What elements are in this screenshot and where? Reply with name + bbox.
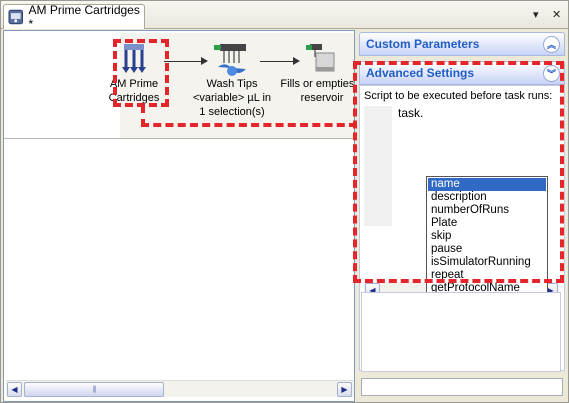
reservoir-icon [306, 44, 335, 72]
autocomplete-item[interactable]: isSimulatorRunning [431, 256, 531, 268]
script-label: Script to be executed before task runs: [364, 90, 553, 102]
autocomplete-item[interactable]: repeat [431, 269, 464, 281]
wash-tips-icon [214, 44, 246, 76]
workflow-step-prime-cartridges[interactable]: AM Prime Cartridges [104, 41, 164, 105]
advanced-settings-header[interactable]: Advanced Settings ︾ [359, 61, 565, 85]
scroll-right-button[interactable]: ▶ [337, 382, 352, 397]
custom-parameters-title: Custom Parameters [366, 37, 480, 51]
autocomplete-item[interactable]: name [428, 178, 546, 191]
tab-title: AM Prime Cartridges * [28, 3, 140, 31]
close-tab-button[interactable]: ✕ [552, 9, 562, 21]
step-label-line: Cartridges [108, 92, 160, 104]
tab-am-prime-cartridges[interactable]: AM Prime Cartridges * [3, 3, 145, 31]
canvas-horizontal-scrollbar[interactable]: ◀ ||| ▶ [6, 380, 354, 397]
script-editor[interactable]: task. [398, 106, 424, 120]
script-gutter [364, 106, 392, 226]
cartridge-prime-icon [122, 44, 146, 73]
step-label-line: reservoir [300, 92, 344, 104]
step-label-line: 1 selection(s) [199, 106, 265, 118]
advanced-settings-title: Advanced Settings [366, 66, 475, 80]
canvas-divider [4, 138, 354, 139]
autocomplete-item[interactable]: getProtocolName [431, 282, 520, 294]
flow-arrow-icon [201, 57, 208, 65]
workflow-canvas[interactable]: AM Prime Cartridges Wash Tips <variable>… [3, 30, 355, 402]
flow-arrow-icon [293, 57, 300, 65]
autocomplete-item[interactable]: Plate [431, 217, 458, 229]
scroll-thumb[interactable]: ||| [24, 382, 164, 397]
step-label-line: Wash Tips [206, 78, 258, 90]
autocomplete-item[interactable]: skip [431, 230, 452, 242]
step-label-line: AM Prime [109, 78, 159, 90]
flow-connector [260, 61, 294, 62]
collapse-chevron-icon[interactable]: ︽ [543, 36, 560, 53]
autocomplete-item[interactable]: pause [431, 243, 463, 255]
properties-panel: Custom Parameters ︽ Advanced Settings ︾ … [357, 30, 568, 402]
autocomplete-item[interactable]: description [431, 191, 487, 203]
expand-chevron-icon[interactable]: ︾ [543, 65, 560, 82]
custom-parameters-header[interactable]: Custom Parameters ︽ [359, 32, 565, 56]
flow-connector [164, 61, 202, 62]
scroll-left-button[interactable]: ◀ [7, 382, 22, 397]
property-description-pane [361, 292, 561, 372]
autocomplete-item[interactable]: numberOfRuns [431, 204, 509, 216]
tab-bar: AM Prime Cartridges * ▾ ✕ [1, 1, 568, 31]
workflow-step-wash-tips[interactable]: Wash Tips <variable> µL in 1 selection(s… [184, 41, 280, 119]
workflow-step-fill-reservoir[interactable]: Fills or empties a reservoir [272, 41, 355, 105]
status-field [361, 378, 563, 396]
step-label-line: <variable> µL in [192, 92, 272, 104]
view-menu-button[interactable]: ▾ [533, 9, 539, 21]
step-label-line: Fills or empties a [280, 78, 355, 90]
protocol-icon [8, 9, 24, 25]
